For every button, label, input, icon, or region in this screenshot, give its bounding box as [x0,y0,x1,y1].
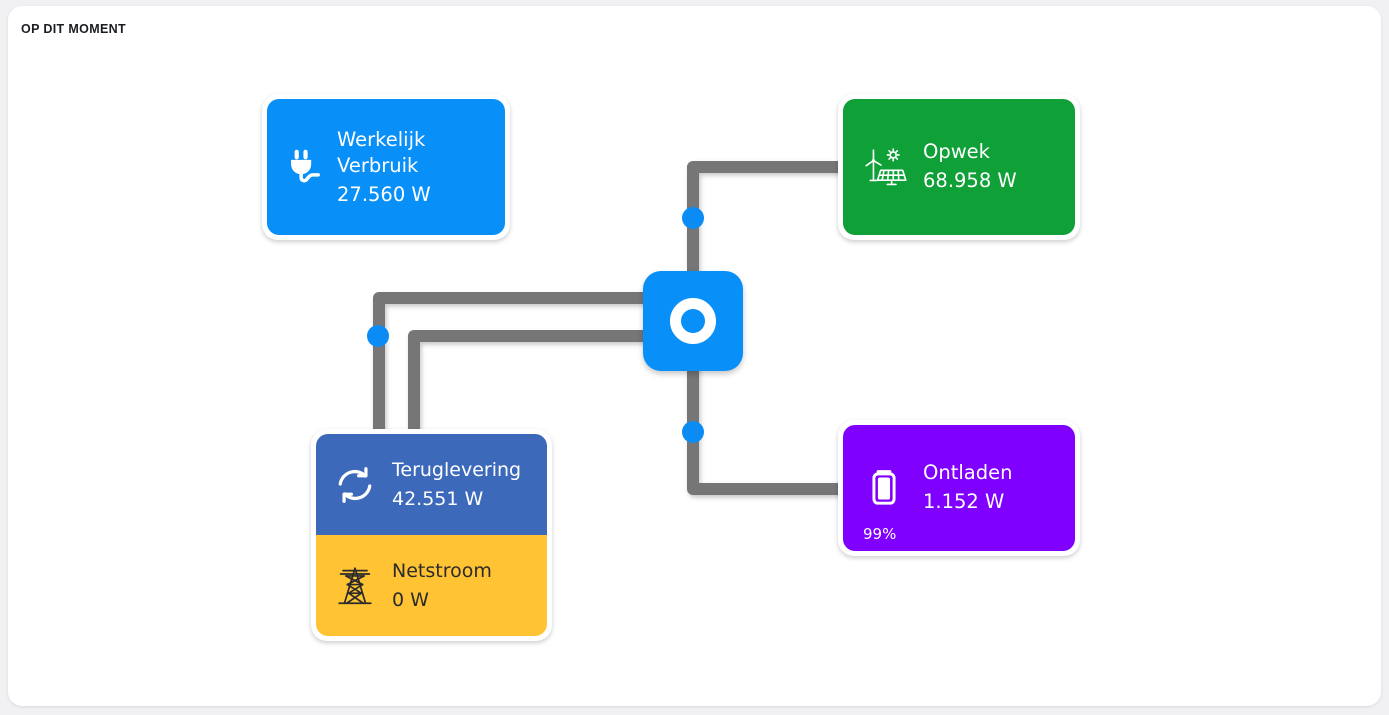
ring-icon [670,298,716,344]
segment-production: Opwek 68.958 W [843,99,1075,235]
node-battery[interactable]: Ontladen 1.152 W 99% [838,420,1080,556]
battery-icon [861,465,907,511]
feed-in-text: Teruglevering 42.551 W [392,459,521,509]
battery-value: 1.152 W [923,490,1005,513]
now-panel: OP DIT MOMENT [8,6,1381,706]
segment-feed-in: Teruglevering 42.551 W [316,434,547,535]
consumption-label: Werkelijk Verbruik [337,128,426,177]
node-hub[interactable] [643,271,743,371]
production-text: Opwek 68.958 W [923,141,1017,192]
pylon-icon [332,563,378,609]
grid-label: Netstroom [392,560,492,583]
feed-in-value: 42.551 W [392,487,484,510]
consumption-value: 27.560 W [337,183,431,207]
pipe-network [373,161,859,495]
power-plug-icon [281,144,327,190]
flow-dot-production [682,207,704,229]
flow-dot-feed-in [367,325,389,347]
consumption-text: Werkelijk Verbruik 27.560 W [337,127,431,206]
solar-wind-icon [861,144,907,190]
node-production[interactable]: Opwek 68.958 W [838,94,1080,240]
node-consumption-body: Werkelijk Verbruik 27.560 W [267,99,505,235]
node-grid-exchange[interactable]: Teruglevering 42.551 W [311,429,552,641]
production-value: 68.958 W [923,169,1017,192]
flow-dot-battery [682,421,704,443]
energy-flow-diagram: Werkelijk Verbruik 27.560 W [8,6,1381,706]
segment-consumption: Werkelijk Verbruik 27.560 W [267,99,505,235]
battery-text: Ontladen 1.152 W [923,462,1012,513]
pipe-hub-to-feed-in [373,292,686,452]
battery-label: Ontladen [923,461,1013,485]
grid-text: Netstroom 0 W [392,560,492,610]
node-production-body: Opwek 68.958 W [843,99,1075,235]
pipe-hub-to-grid [408,330,686,452]
node-battery-body: Ontladen 1.152 W 99% [843,425,1075,551]
battery-state-of-charge: 99% [863,525,897,543]
panel-title: OP DIT MOMENT [21,22,127,36]
segment-grid: Netstroom 0 W [316,535,547,636]
grid-value: 0 W [392,588,429,611]
node-grid-body: Teruglevering 42.551 W [316,434,547,636]
feed-in-label: Teruglevering [392,459,522,482]
production-label: Opwek [923,140,990,164]
pipe-hub-to-battery [687,315,859,495]
segment-battery: Ontladen 1.152 W 99% [843,425,1075,551]
node-consumption[interactable]: Werkelijk Verbruik 27.560 W [262,94,510,240]
pipe-hub-to-production [687,161,859,327]
recycle-arrows-icon [332,462,378,508]
